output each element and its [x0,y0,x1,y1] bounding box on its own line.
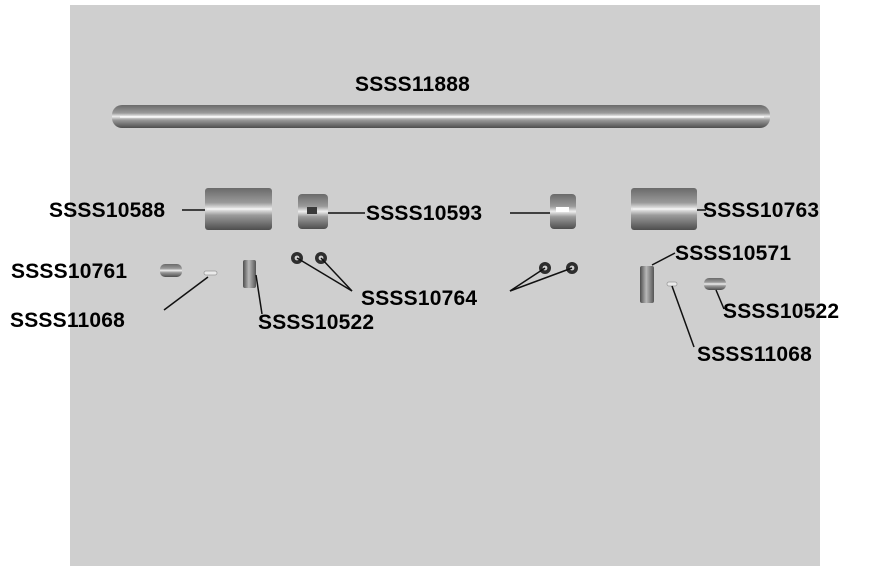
shaft-part [112,105,770,128]
right-sleeve-part [631,188,697,230]
right-collar-part [550,194,576,229]
right-key-part [640,266,654,303]
left-collar-part [298,194,328,229]
left-pin-part [203,270,218,276]
leader-lines [163,209,725,348]
label-collar: SSSS10593 [366,202,483,225]
label-left-plug: SSSS10761 [11,260,128,283]
label-right-plug: SSSS10522 [723,300,840,323]
label-right-sleeve: SSSS10763 [703,199,820,222]
label-right-pin: SSSS11068 [697,343,813,366]
left-sleeve-part [205,188,272,230]
label-set-screws: SSSS10764 [361,287,478,310]
set-screw-parts [291,252,578,274]
right-pin-part [666,281,678,287]
label-right-key: SSSS10571 [675,242,792,265]
label-left-pin: SSSS11068 [10,309,126,332]
label-left-key: SSSS10522 [258,311,375,334]
label-shaft: SSSS11888 [355,73,471,96]
left-plug-part [160,264,182,277]
left-key-part [243,260,256,288]
label-left-sleeve: SSSS10588 [49,199,166,222]
right-plug-part [704,278,726,290]
parts-photo [70,5,820,566]
